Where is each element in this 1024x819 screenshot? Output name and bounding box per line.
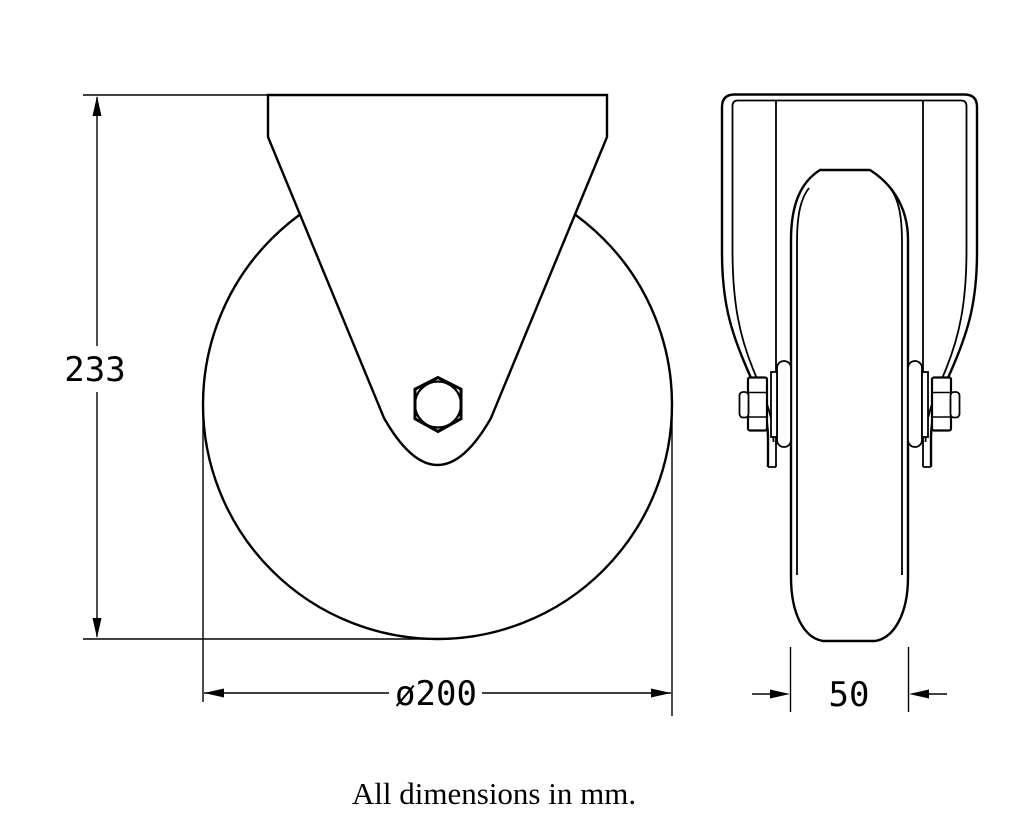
diameter-arrow-left	[204, 688, 224, 698]
nut-body-left	[746, 376, 769, 432]
width-arrow-right	[909, 689, 929, 699]
height-dimension-label: 233	[64, 350, 125, 390]
fork-outline	[266, 93, 609, 467]
bracket-outer-outline	[720, 93, 979, 467]
width-extension-lines	[789, 647, 910, 712]
washer-right	[921, 371, 929, 438]
bolt-end-right	[949, 391, 961, 419]
drawing-caption: All dimensions in mm.	[352, 776, 636, 811]
side-wheel-profile	[789, 168, 910, 643]
nut-body-right	[930, 376, 953, 432]
washer-left	[770, 371, 778, 438]
axle-nut-circle	[413, 380, 463, 429]
width-dimension-label: 50	[829, 675, 870, 715]
height-arrow-down	[92, 618, 102, 638]
side-view	[720, 93, 979, 643]
dimension-height: 233	[64, 94, 448, 640]
height-extension-lines	[83, 94, 448, 640]
hub-boss-right	[907, 360, 923, 448]
diameter-dimension-label: ø200	[395, 674, 477, 714]
nut-facets-right	[932, 391, 951, 418]
front-view	[201, 93, 674, 641]
diameter-extension-lines	[202, 406, 673, 716]
nut-facets-left	[748, 391, 767, 418]
bolt-end-left	[738, 391, 750, 419]
width-arrow-left	[770, 689, 790, 699]
hub-boss-left	[776, 360, 792, 448]
bracket-inner-outline	[731, 99, 968, 443]
diameter-arrow-right	[651, 688, 671, 698]
dimension-width: 50	[752, 647, 947, 715]
tread-shoulder-right	[889, 187, 903, 575]
axle-hex-nut	[413, 375, 463, 434]
axle-nut-right	[921, 371, 961, 438]
height-arrow-up	[92, 96, 102, 116]
dimension-diameter: ø200	[202, 406, 673, 716]
axle-nut-left	[738, 371, 778, 438]
tread-shoulder-left	[796, 187, 810, 575]
